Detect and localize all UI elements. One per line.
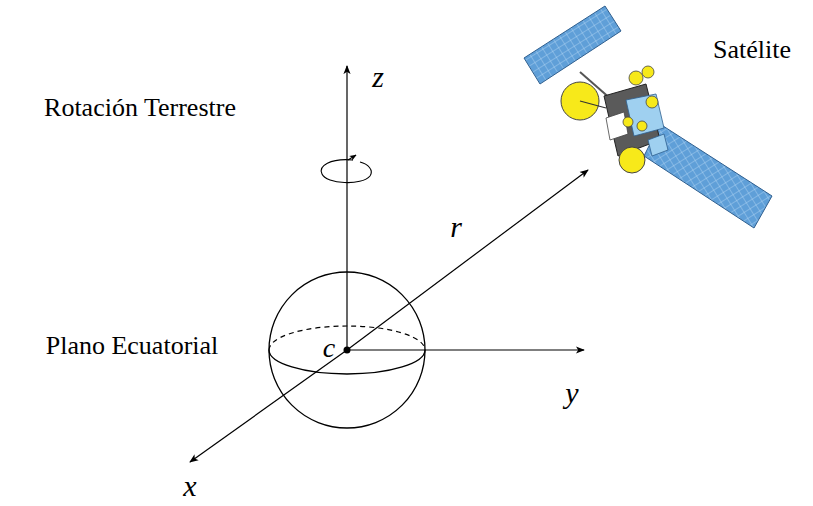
satellite-module (626, 94, 664, 136)
y-axis (347, 349, 584, 350)
z-axis (346, 66, 347, 350)
axis-label: x (183, 469, 196, 502)
axis-label: y (565, 376, 578, 409)
satellite-module (648, 134, 668, 156)
equator-front (269, 350, 425, 374)
antenna-dish (629, 71, 643, 85)
antenna-feed (580, 101, 606, 108)
label-holder: Plano Ecuatorial (46, 332, 219, 361)
x-axis (190, 350, 347, 462)
position-vector (347, 170, 588, 350)
antenna-dish (642, 66, 654, 78)
label-holder: Rotación Terrestre (44, 94, 236, 123)
rotation-arrow (321, 160, 371, 183)
rotation-label: Rotación Terrestre (44, 94, 236, 123)
satellite-label: Satélite (713, 36, 791, 65)
plane-label: Plano Ecuatorial (46, 332, 219, 361)
label-holder: Satélite (713, 36, 791, 65)
rotation-arrowhead (348, 155, 356, 160)
solar-panel (644, 124, 772, 228)
label-holder: x (183, 469, 196, 502)
label-holder: z (372, 60, 384, 93)
label-holder: r (450, 210, 462, 243)
label-holder: c (323, 333, 335, 364)
antenna-dish (646, 96, 658, 108)
antenna-dish (619, 147, 645, 173)
center-dot (344, 347, 351, 354)
solar-panel (524, 6, 621, 84)
label-holder: y (565, 376, 578, 409)
axis-label: z (372, 60, 384, 93)
antenna-dish (623, 117, 633, 127)
vector-label: r (450, 210, 462, 243)
antenna-dish (637, 121, 647, 131)
center-label: c (323, 333, 335, 364)
